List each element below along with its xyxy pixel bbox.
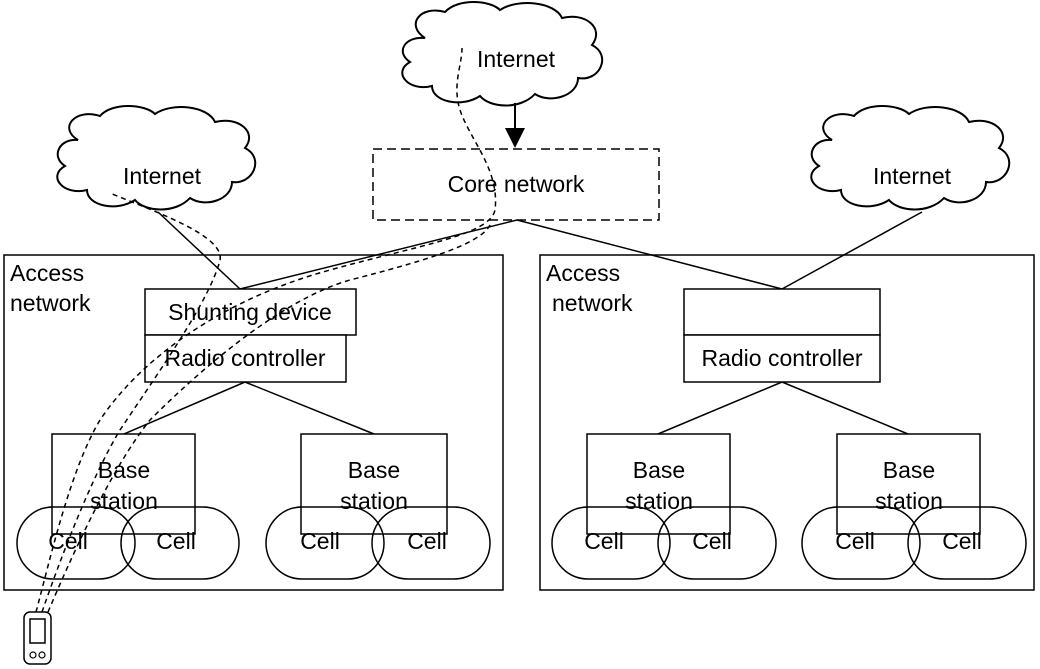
base-station-right-1: Base station Cell Cell	[551, 433, 777, 580]
base-station-label-line2: station	[875, 488, 943, 514]
cell-ellipse	[371, 506, 491, 580]
cell-ellipse	[120, 506, 240, 580]
radio-controller-right-box: Radio controller	[683, 334, 881, 383]
cell-ellipse	[907, 506, 1027, 580]
base-station-label-line2: station	[90, 488, 158, 514]
internet-label-right: Internet	[873, 163, 952, 189]
cell-ellipse	[551, 506, 671, 580]
empty-device-box	[683, 288, 881, 336]
core-network-label: Core network	[448, 171, 585, 197]
shunting-device-box: Shunting device	[144, 288, 357, 336]
internet-cloud-right: Internet	[810, 105, 1011, 211]
cell-label: Cell	[156, 528, 196, 554]
radio-controller-right-label: Radio controller	[701, 345, 862, 371]
radio-controller-left-box: Radio controller	[144, 334, 347, 383]
access-network-left-label-2: network	[10, 290, 91, 316]
access-network-right-label-2: network	[552, 290, 633, 316]
internet-label-left: Internet	[123, 163, 202, 189]
cell-label: Cell	[692, 528, 732, 554]
cell-label: Cell	[942, 528, 982, 554]
internet-cloud-top: Internet	[401, 1, 604, 107]
base-station-label-line2: station	[340, 488, 408, 514]
mobile-phone-icon	[23, 611, 52, 665]
base-station-label-line1: Base	[98, 457, 150, 483]
base-station-left-2: Base station Cell Cell	[265, 433, 491, 580]
radio-controller-left-label: Radio controller	[164, 345, 325, 371]
shunting-device-label: Shunting device	[168, 299, 332, 325]
internet-cloud-left: Internet	[56, 105, 257, 211]
base-station-label-line1: Base	[348, 457, 400, 483]
cell-ellipse	[16, 506, 136, 580]
cell-ellipse	[657, 506, 777, 580]
cell-label: Cell	[407, 528, 447, 554]
cell-label: Cell	[300, 528, 340, 554]
cell-ellipse	[265, 506, 385, 580]
access-network-right-label-1: Access	[546, 260, 620, 286]
access-network-left-label-1: Access	[10, 260, 84, 286]
core-network-box: Core network	[372, 148, 660, 221]
connection-lines	[123, 211, 923, 435]
cell-ellipse	[801, 506, 921, 580]
base-station-label-line2: station	[625, 488, 693, 514]
base-station-right-2: Base station Cell Cell	[801, 433, 1027, 580]
traffic-paths	[35, 47, 497, 613]
cell-label: Cell	[835, 528, 875, 554]
cell-label: Cell	[584, 528, 624, 554]
internet-label-top: Internet	[477, 46, 556, 72]
traffic-path-to-local-internet	[41, 192, 221, 613]
base-station-label-line1: Base	[633, 457, 685, 483]
traffic-path-to-core-alt	[47, 224, 491, 613]
base-station-label-line1: Base	[883, 457, 935, 483]
base-station-left-1: Base station Cell Cell	[16, 433, 240, 580]
